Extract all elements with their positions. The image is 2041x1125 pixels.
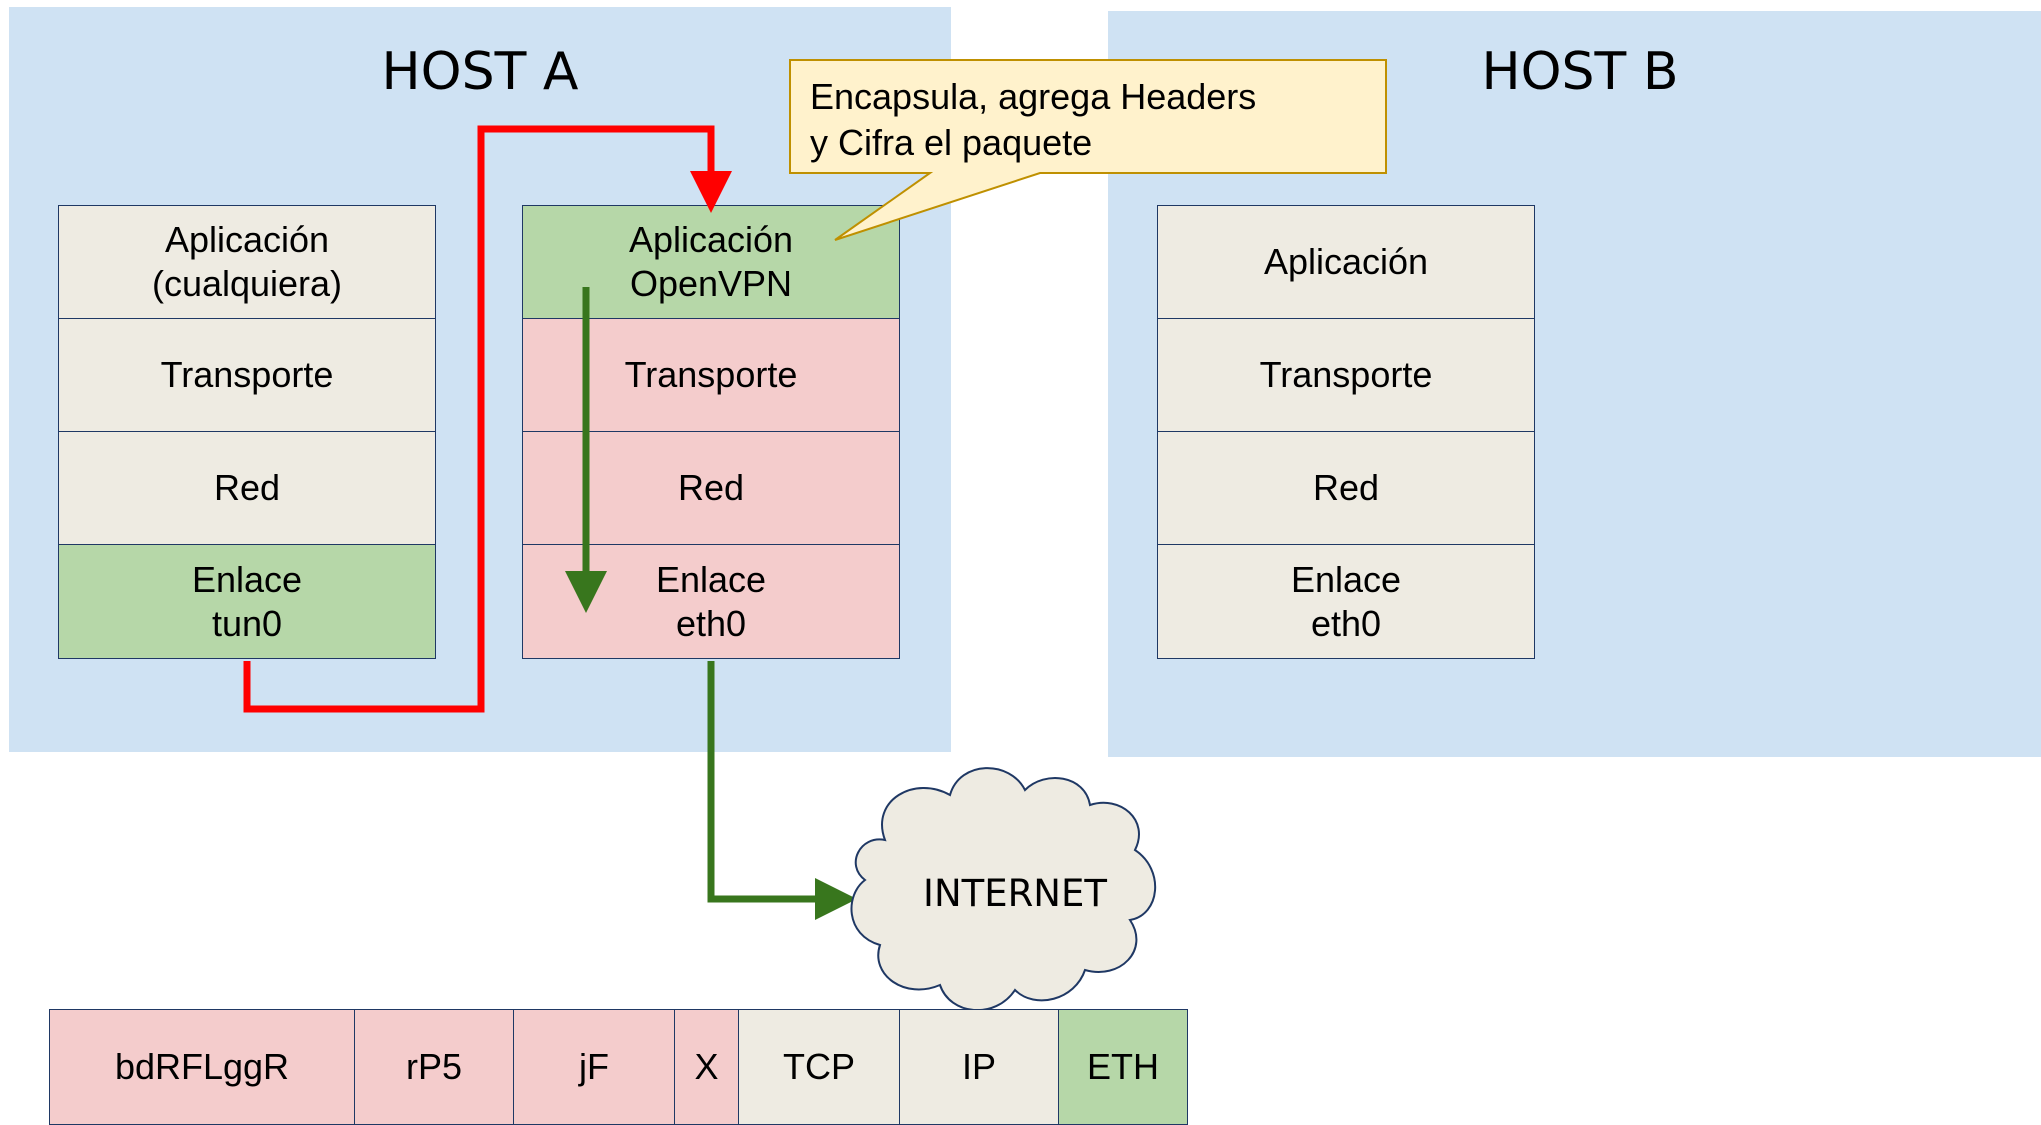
layer-application: Aplicación — [1158, 206, 1534, 319]
encapsulated-packet: bdRFLggR rP5 jF X TCP IP ETH — [49, 1009, 1188, 1125]
layer-transport: Transporte — [59, 319, 435, 432]
callout-bubble — [789, 59, 1387, 241]
host-a-app-stack: Aplicación (cualquiera) Transporte Red E… — [58, 205, 436, 659]
packet-cell-ip: IP — [898, 1009, 1060, 1125]
red-tunnel-arrow — [243, 125, 732, 713]
host-a-title: HOST A — [381, 42, 579, 102]
packet-cell-payload-3: jF — [513, 1009, 675, 1125]
internet-label: INTERNET — [923, 872, 1107, 915]
layer-link-tun0: Enlace tun0 — [59, 545, 435, 658]
packet-cell-tcp: TCP — [738, 1009, 900, 1125]
green-internet-arrow — [707, 661, 857, 920]
packet-cell-payload-2: rP5 — [353, 1009, 515, 1125]
callout-line-2: y Cifra el paquete — [810, 122, 1093, 163]
internet-cloud-icon — [850, 767, 1157, 1012]
callout-line-1: Encapsula, agrega Headers — [810, 76, 1257, 117]
callout-text: Encapsula, agrega Headers y Cifra el paq… — [810, 74, 1370, 166]
packet-cell-eth: ETH — [1058, 1009, 1188, 1125]
packet-cell-payload-4: X — [673, 1009, 740, 1125]
host-b-title: HOST B — [1481, 42, 1679, 102]
layer-network: Red — [1158, 432, 1534, 545]
host-b-stack: Aplicación Transporte Red Enlace eth0 — [1157, 205, 1535, 659]
layer-transport: Transporte — [1158, 319, 1534, 432]
packet-cell-payload-1: bdRFLggR — [49, 1009, 355, 1125]
layer-link-eth0: Enlace eth0 — [1158, 545, 1534, 658]
layer-network: Red — [59, 432, 435, 545]
layer-application: Aplicación (cualquiera) — [59, 206, 435, 319]
